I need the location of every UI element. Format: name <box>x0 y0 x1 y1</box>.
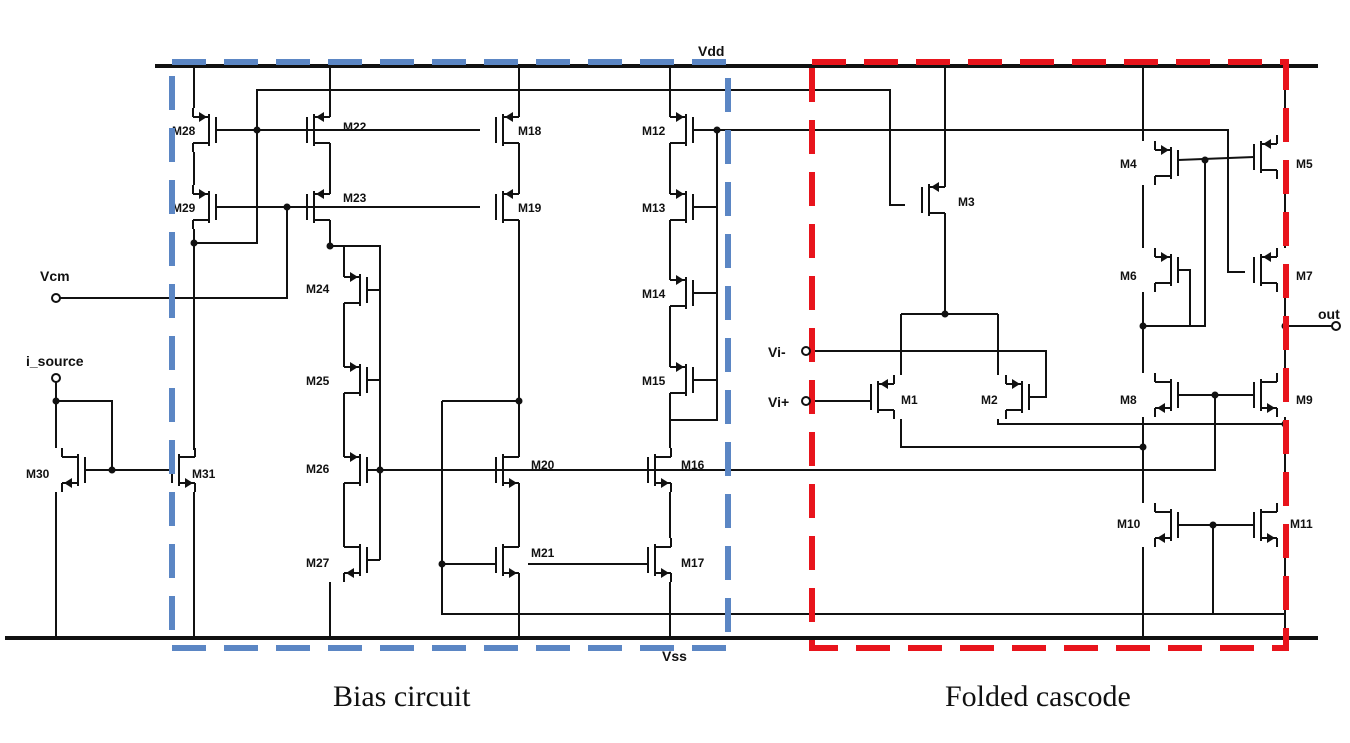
transistor-m22 <box>306 108 331 152</box>
vcm-terminal[interactable] <box>51 293 61 303</box>
transistor-m2 <box>1005 375 1030 419</box>
label-m13: M13 <box>642 201 666 215</box>
vss-label: Vss <box>662 648 687 664</box>
transistor-m10 <box>1154 503 1179 547</box>
label-m6: M6 <box>1120 269 1137 283</box>
transistor-m3 <box>921 178 946 222</box>
label-m24: M24 <box>306 282 330 296</box>
label-m31: M31 <box>192 467 216 481</box>
vin-plus-terminal[interactable] <box>801 396 811 406</box>
label-m1: M1 <box>901 393 918 407</box>
transistor-m5 <box>1253 135 1278 179</box>
label-m17: M17 <box>681 556 705 570</box>
transistor-m28 <box>192 108 217 152</box>
wiring <box>55 66 1334 638</box>
transistor-m18 <box>495 108 520 152</box>
label-m15: M15 <box>642 374 666 388</box>
transistor-m12 <box>669 108 694 152</box>
transistor-m4 <box>1154 141 1179 185</box>
transistor-m29 <box>192 185 217 229</box>
vin-minus-terminal[interactable] <box>801 346 811 356</box>
label-m23: M23 <box>343 191 367 205</box>
out-terminal[interactable] <box>1331 321 1341 331</box>
label-m29: M29 <box>172 201 196 215</box>
vcm-label: Vcm <box>40 268 70 284</box>
label-m22: M22 <box>343 120 367 134</box>
label-m8: M8 <box>1120 393 1137 407</box>
transistor-m17 <box>647 538 672 582</box>
label-m20: M20 <box>531 458 555 472</box>
label-m12: M12 <box>642 124 666 138</box>
transistor-m13 <box>669 185 694 229</box>
transistor-m9 <box>1253 373 1278 417</box>
label-m5: M5 <box>1296 157 1313 171</box>
label-m11: M11 <box>1290 517 1313 531</box>
label-m27: M27 <box>306 556 330 570</box>
label-m30: M30 <box>26 467 50 481</box>
transistor-m30 <box>61 448 86 492</box>
folded-cascode-caption: Folded cascode <box>945 680 1131 713</box>
transistor-m21 <box>495 538 520 582</box>
label-m26: M26 <box>306 462 330 476</box>
label-m2: M2 <box>981 393 998 407</box>
transistor-m27 <box>343 538 368 582</box>
i-source-terminal[interactable] <box>51 373 61 383</box>
vin-plus-label: Vi+ <box>768 394 789 410</box>
label-m9: M9 <box>1296 393 1313 407</box>
label-m25: M25 <box>306 374 330 388</box>
transistor-m24 <box>343 268 368 312</box>
transistor-m19 <box>495 185 520 229</box>
label-m4: M4 <box>1120 157 1137 171</box>
transistor-m14 <box>669 271 694 315</box>
label-m3: M3 <box>958 195 975 209</box>
vdd-label: Vdd <box>698 43 724 59</box>
label-m14: M14 <box>642 287 666 301</box>
transistor-m11 <box>1253 503 1278 547</box>
transistor-m16 <box>647 448 672 492</box>
label-m16: M16 <box>681 458 705 472</box>
transistor-m1 <box>870 375 895 419</box>
out-label: out <box>1318 306 1340 322</box>
transistor-m15 <box>669 358 694 402</box>
transistor-m8 <box>1154 373 1179 417</box>
vin-minus-label: Vi- <box>768 344 786 360</box>
label-m7: M7 <box>1296 269 1313 283</box>
label-m28: M28 <box>172 124 196 138</box>
i-source-label: i_source <box>26 353 84 369</box>
label-m10: M10 <box>1117 517 1141 531</box>
label-m21: M21 <box>531 546 555 560</box>
bias-circuit-caption: Bias circuit <box>333 680 471 713</box>
terminals <box>51 293 1341 406</box>
folded-cascode-block-outline <box>809 59 1289 651</box>
transistor-m25 <box>343 358 368 402</box>
transistor-m7 <box>1253 248 1278 292</box>
transistor-m26 <box>343 448 368 492</box>
transistor-m20 <box>495 448 520 492</box>
label-m19: M19 <box>518 201 542 215</box>
transistor-m23 <box>306 185 331 229</box>
bias-block-outline <box>169 59 731 651</box>
transistor-m6 <box>1154 248 1179 292</box>
label-m18: M18 <box>518 124 542 138</box>
